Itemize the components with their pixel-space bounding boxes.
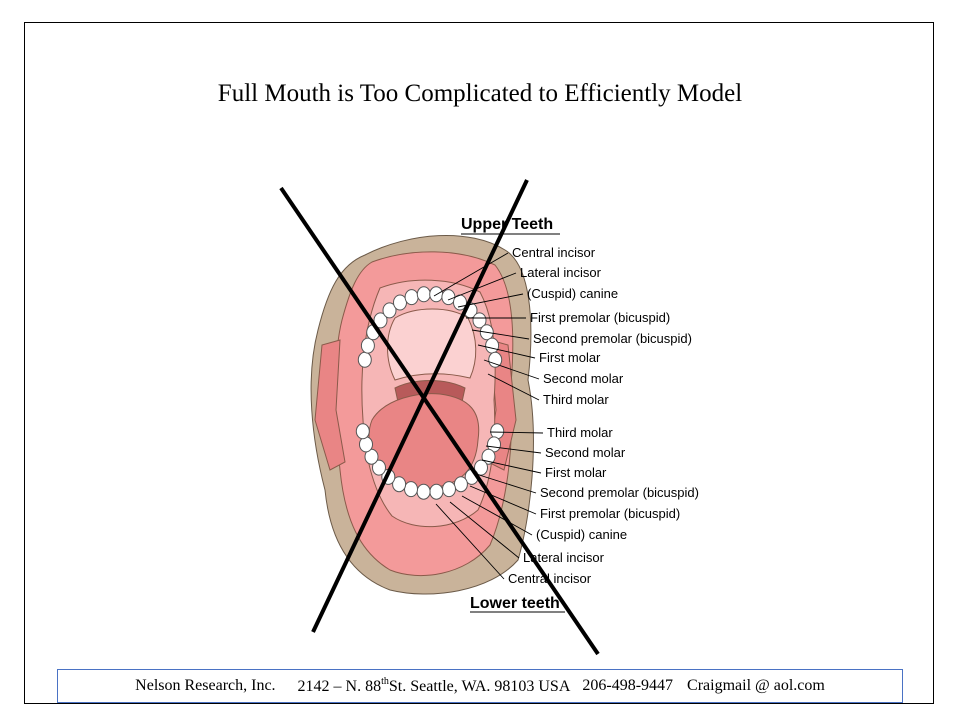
lower-label: First molar (545, 465, 607, 480)
lower-label-leader (475, 473, 537, 494)
footer-company: Nelson Research, Inc. (135, 677, 276, 694)
upper-tooth (472, 312, 487, 329)
upper-label-leader (477, 344, 536, 359)
lower-label: (Cuspid) canine (536, 527, 627, 542)
upper-label: First premolar (bicuspid) (530, 310, 670, 325)
lower-label-leader (489, 431, 544, 434)
lower-label: Second molar (545, 445, 626, 460)
lower-label: Lateral incisor (523, 550, 605, 565)
lower-tooth (442, 481, 456, 498)
upper-tooth (382, 302, 397, 319)
upper-label: Second molar (543, 371, 624, 386)
lower-tooth (355, 423, 370, 440)
upper-tooth (416, 286, 431, 303)
upper-label: Third molar (543, 392, 609, 407)
cross-line-1 (279, 186, 600, 656)
upper-tooth (357, 351, 372, 368)
lower-label-leader (449, 501, 520, 559)
upper-tooth (373, 312, 388, 329)
lower-tooth (453, 476, 468, 493)
lower-teeth-heading: Lower teeth (470, 595, 560, 612)
lower-label-leader (469, 485, 537, 515)
upper-label: (Cuspid) canine (527, 286, 618, 301)
lower-label: Central incisor (508, 571, 592, 586)
lower-label-leader (485, 445, 542, 454)
lower-label-leader (481, 459, 542, 474)
upper-label: Central incisor (512, 245, 596, 260)
lower-tooth (429, 483, 444, 500)
palate (387, 308, 477, 381)
upper-label-leader (447, 272, 517, 301)
upper-tooth (441, 289, 456, 306)
upper-label-leader (433, 252, 509, 297)
lower-teeth (355, 423, 505, 500)
lower-label: Third molar (547, 425, 613, 440)
upper-label-leader (483, 359, 540, 380)
lower-label: Second premolar (bicuspid) (540, 485, 699, 500)
upper-tooth (485, 337, 500, 354)
upper-label-leader (471, 329, 530, 340)
lower-label-leader (435, 503, 505, 580)
cross-line-2 (311, 179, 529, 633)
footer-phone: 206-498-9447 (582, 677, 674, 694)
lower-tooth (416, 483, 431, 500)
slide-title: Full Mouth is Too Complicated to Efficie… (217, 80, 743, 107)
lower-tooth (474, 459, 488, 476)
lower-label-leader (461, 495, 533, 536)
upper-label: First molar (539, 350, 601, 365)
upper-label: Lateral incisor (520, 265, 602, 280)
lower-label: First premolar (bicuspid) (540, 506, 680, 521)
footer-contact-bar: Nelson Research, Inc. 2142 – N. 88th St.… (57, 669, 903, 703)
slide-frame (24, 22, 934, 704)
upper-label: Second premolar (bicuspid) (533, 331, 692, 346)
lower-tooth (404, 481, 418, 498)
upper-teeth (357, 286, 503, 368)
upper-label-leader (487, 373, 540, 401)
upper-tooth (393, 294, 407, 311)
footer-email: Craigmail @ aol.com (687, 677, 825, 694)
upper-tooth (360, 337, 375, 354)
footer-address: 2142 – N. 88th St. Seattle, WA. 98103 US… (297, 676, 571, 695)
upper-tooth (488, 351, 503, 368)
lower-tooth (392, 476, 407, 493)
upper-tooth (404, 289, 419, 306)
lower-tooth (372, 459, 386, 476)
left-cheek (314, 339, 346, 471)
